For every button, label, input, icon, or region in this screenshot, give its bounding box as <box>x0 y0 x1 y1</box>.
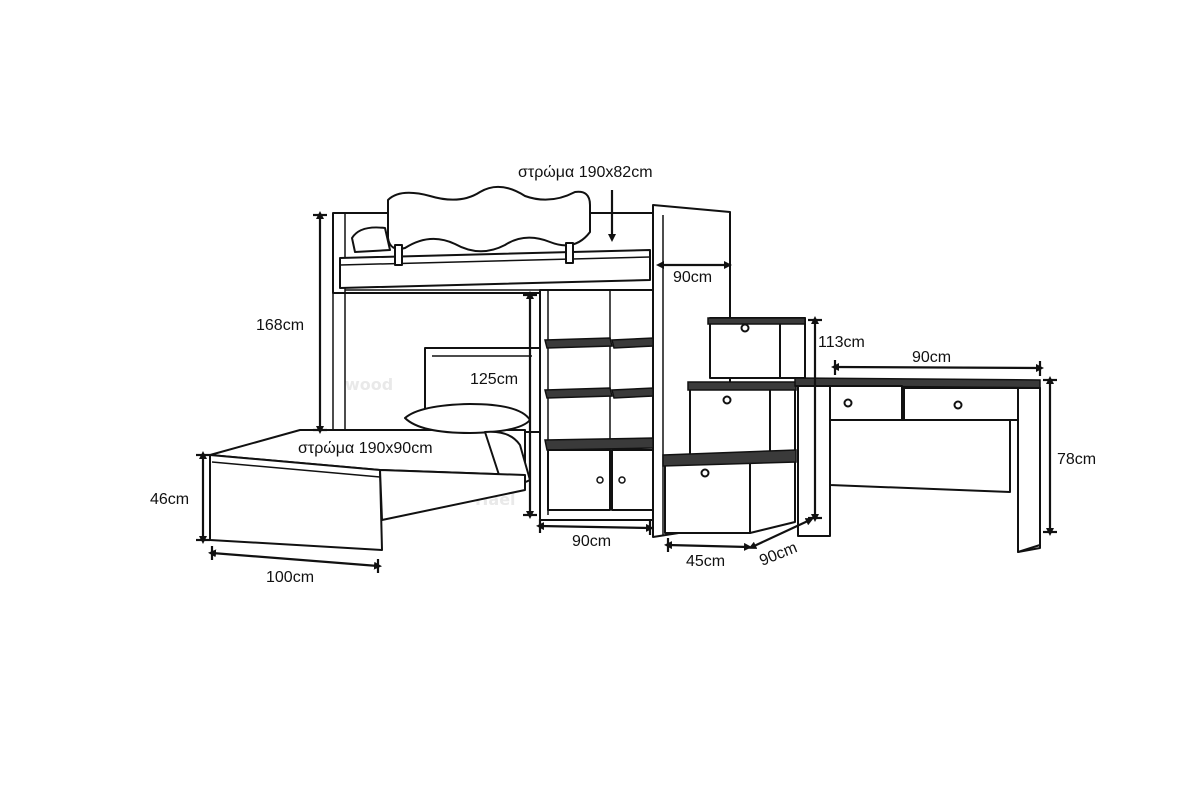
watermark-top: wood <box>345 375 393 394</box>
lower-footboard <box>209 454 383 551</box>
label-stairs-height: 113cm <box>818 334 865 351</box>
label-loft-height: 168cm <box>256 317 304 334</box>
label-desk-width: 90cm <box>912 349 951 366</box>
label-shelf-width: 90cm <box>572 533 611 550</box>
dimension-lines <box>196 190 1057 573</box>
rail-clip-left <box>394 244 403 266</box>
dim-bed-width <box>208 549 382 570</box>
label-desk-height: 78cm <box>1057 451 1096 468</box>
desk <box>794 377 1041 553</box>
rail-clip-right <box>565 242 574 264</box>
cabinet-door-right <box>611 449 654 511</box>
label-stairs-width: 45cm <box>686 553 725 570</box>
label-bed-width: 100cm <box>266 569 314 586</box>
desk-right-leg <box>1017 387 1041 553</box>
lower-side-rail <box>379 469 526 521</box>
label-loft-depth: 90cm <box>673 269 712 286</box>
stair-box-bottom <box>664 457 751 534</box>
dim-stairs-depth <box>748 518 814 549</box>
label-bottom-mattress: στρώμα 190x90cm <box>298 440 433 457</box>
stair-box-middle <box>689 384 771 456</box>
dim-stairs-width <box>664 541 752 551</box>
cabinet-door-left <box>547 449 611 511</box>
lower-bed <box>209 347 541 551</box>
guard-rail-panel <box>387 185 591 253</box>
stair-unit <box>662 317 806 534</box>
label-top-mattress: στρώμα 190x82cm <box>518 164 653 181</box>
dimension-labels: στρώμα 190x82cm στρώμα 190x90cm 168cm 12… <box>150 164 1096 586</box>
upper-pillow <box>351 226 391 253</box>
label-stairs-depth: 90cm <box>757 539 800 569</box>
dim-desk-width <box>831 363 1044 372</box>
dim-shelf-width <box>536 522 654 532</box>
desk-drawer-right <box>903 387 1019 421</box>
label-bed-height: 46cm <box>150 491 189 508</box>
desk-drawer-left <box>829 385 903 421</box>
lower-pillow <box>404 403 531 434</box>
label-shelf-height: 125cm <box>470 371 518 388</box>
